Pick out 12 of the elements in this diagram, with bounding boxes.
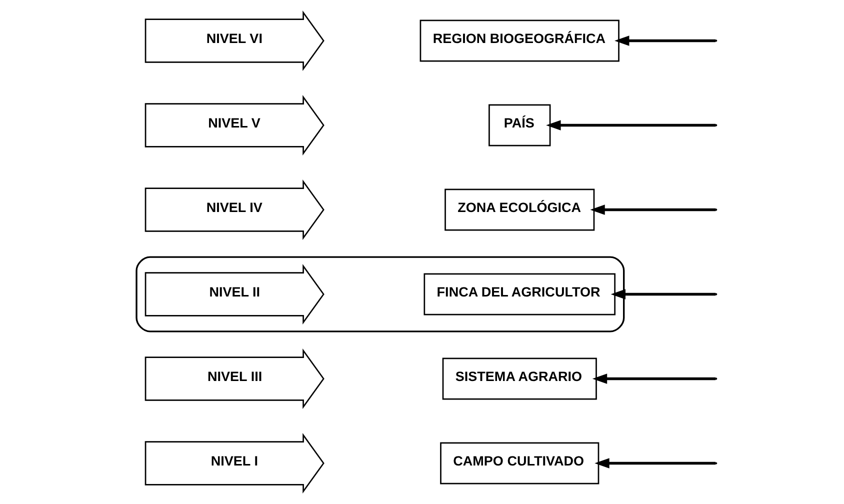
node-box: SISTEMA AGRARIO <box>442 358 597 400</box>
node-box: FINCA DEL AGRICULTOR <box>424 273 616 316</box>
arrow <box>592 374 716 384</box>
arrow <box>546 120 716 130</box>
arrow <box>614 36 716 46</box>
node-box: PAÍS <box>488 104 551 146</box>
arrow <box>590 204 716 215</box>
node-box: REGION BIOGEOGRÁFICA <box>420 20 620 62</box>
arrow <box>610 289 716 300</box>
node-box: CAMPO CULTIVADO <box>440 442 600 484</box>
arrow <box>594 458 716 468</box>
node-box: ZONA ECOLÓGICA <box>444 188 595 231</box>
